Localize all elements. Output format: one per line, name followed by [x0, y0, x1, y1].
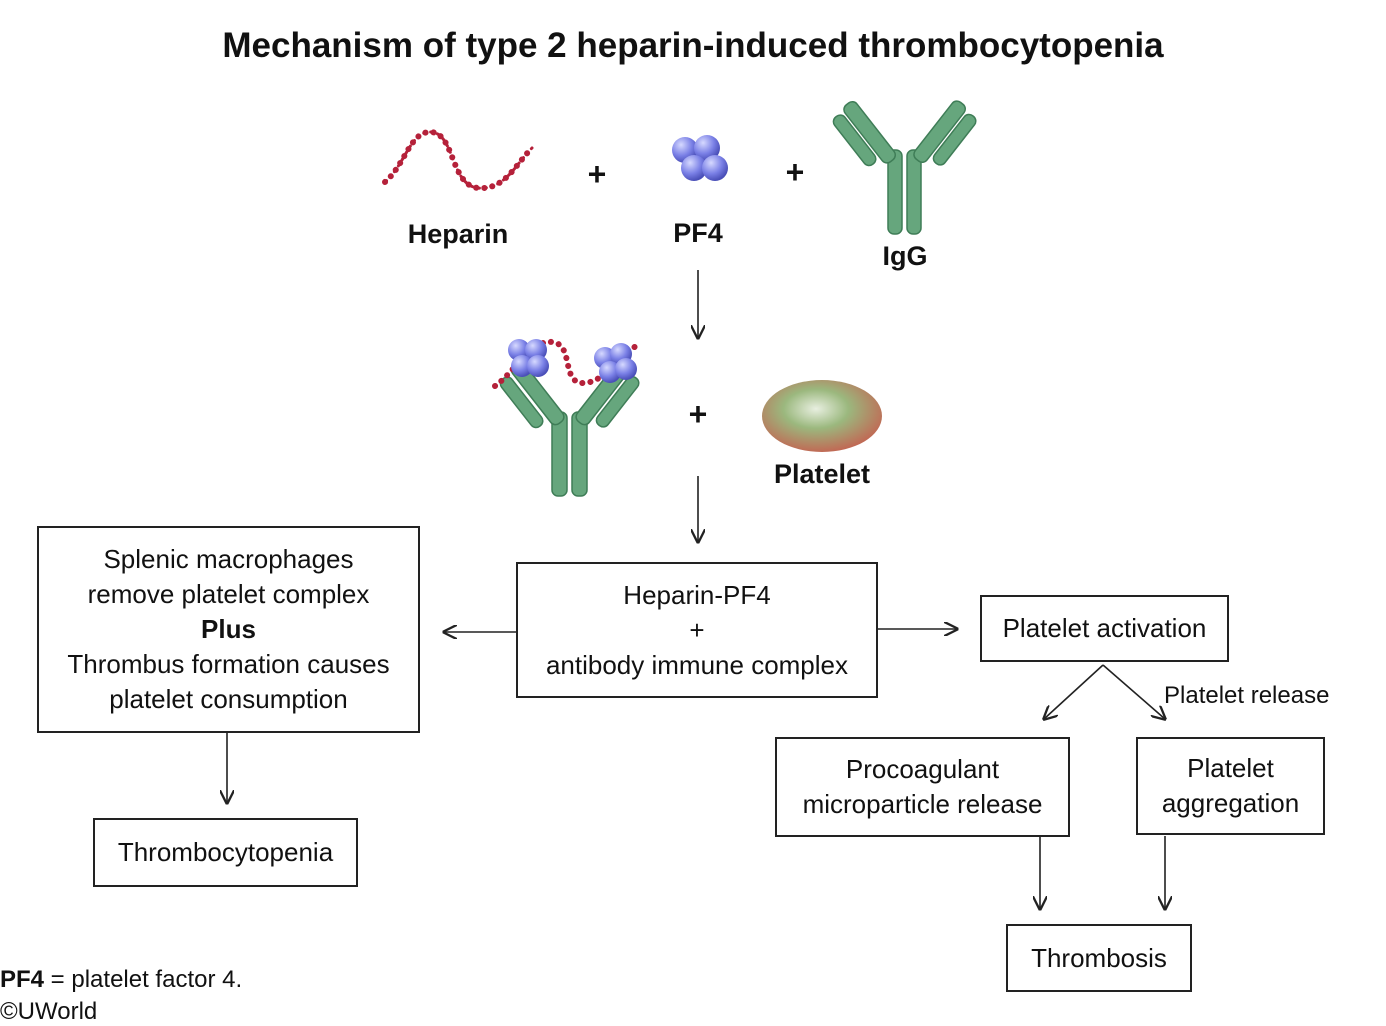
thrombocytopenia-label: Thrombocytopenia — [117, 837, 334, 867]
platelet-label: Platelet — [773, 459, 871, 489]
thrombosis-label: Thrombosis — [1031, 942, 1167, 973]
procoagulant-line1: Procoagulant — [845, 754, 1000, 784]
aggregation-line2: aggregation — [1161, 788, 1300, 818]
heparin-label: Heparin — [407, 219, 509, 249]
plus-sign-3: + — [688, 396, 708, 432]
immune-complex-line3: antibody immune complex — [545, 649, 849, 680]
splenic-line2: remove platelet complex — [87, 579, 370, 609]
plus-sign-2: + — [785, 154, 805, 190]
thrombocytopenia-box: Thrombocytopenia — [93, 818, 358, 887]
igg-label: IgG — [882, 241, 928, 271]
thrombosis-box: Thrombosis — [1006, 924, 1192, 992]
procoagulant-box: Procoagulant microparticle release — [775, 737, 1070, 837]
platelet-icon — [762, 380, 882, 452]
heparin-icon — [382, 128, 535, 192]
arrow-to-aggregation — [1102, 664, 1165, 719]
footnote-abbr: PF4 — [0, 966, 45, 993]
arrow-to-procoagulant — [1044, 664, 1104, 719]
footnote: PF4 = platelet factor 4. — [0, 966, 242, 994]
splenic-plus: Plus — [201, 614, 256, 644]
platelet-activation-label: Platelet activation — [1002, 613, 1207, 643]
page-title: Mechanism of type 2 heparin-induced thro… — [222, 26, 1164, 65]
immune-complex-box: Heparin-PF4 + antibody immune complex — [516, 562, 878, 698]
plus-sign-1: + — [587, 156, 607, 192]
procoagulant-line2: microparticle release — [802, 789, 1043, 819]
platelet-release-label: Platelet release — [1164, 682, 1330, 709]
copyright: ©UWorld — [0, 998, 98, 1025]
pf4-icon — [672, 135, 728, 181]
immune-complex-line2: + — [689, 614, 705, 645]
immune-complex-icon — [492, 338, 640, 497]
platelet-activation-box: Platelet activation — [980, 595, 1229, 662]
aggregation-box: Platelet aggregation — [1136, 737, 1325, 835]
igg-icon — [832, 100, 977, 235]
aggregation-line1: Platelet — [1187, 753, 1274, 783]
footnote-definition: = platelet factor 4. — [44, 966, 243, 993]
splenic-box: Splenic macrophages remove platelet comp… — [37, 526, 420, 733]
splenic-line5: platelet consumption — [109, 684, 348, 714]
pf4-label: PF4 — [673, 218, 723, 248]
immune-complex-line1: Heparin-PF4 — [623, 579, 771, 610]
splenic-line1: Splenic macrophages — [103, 544, 354, 574]
splenic-line4: Thrombus formation causes — [67, 649, 390, 679]
